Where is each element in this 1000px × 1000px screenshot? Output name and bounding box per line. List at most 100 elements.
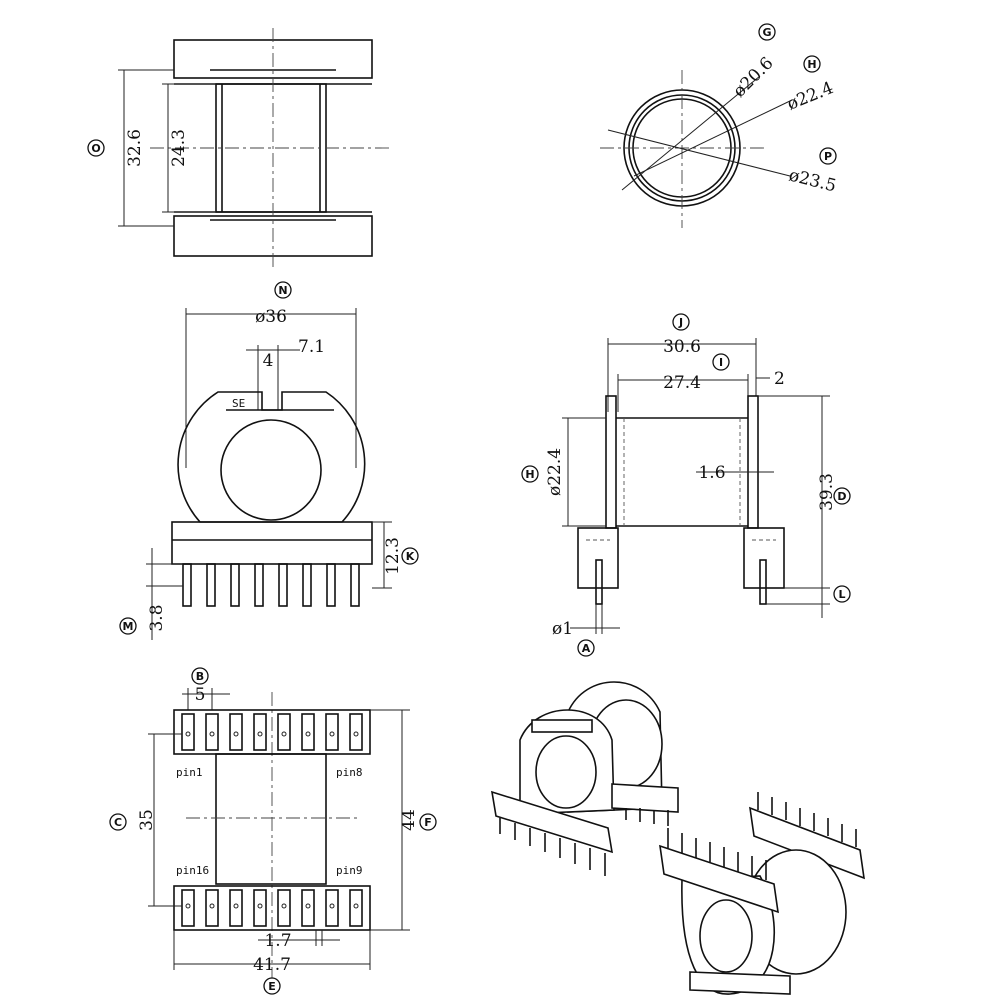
dim-32-6: 32.6: [125, 129, 145, 167]
dim-41-7: 41.7: [253, 955, 291, 975]
callout-a-label: A: [582, 642, 591, 655]
iso2-bottom-rim: [689, 971, 791, 995]
callout-h-circle: [803, 55, 821, 73]
bobbin-front-outline: [177, 391, 366, 523]
callout-h2-label: H: [525, 468, 534, 481]
left-flange: [605, 395, 617, 529]
callout-l-label: L: [838, 588, 845, 601]
bottom-left-view: B 5 pin1 pin8 pin16 pin9: [109, 667, 437, 995]
dim-22-4: ø22.4: [784, 78, 836, 115]
callout-d-label: D: [837, 490, 846, 503]
callout-o-circle: [87, 139, 105, 157]
dim-dia-36: ø36: [255, 307, 287, 327]
pin: [254, 563, 264, 607]
callout-f-circle: [419, 813, 437, 831]
callout-l-circle: [833, 585, 851, 603]
callout-d-circle: [833, 487, 851, 505]
dim-23-5: ø23.5: [787, 165, 839, 196]
dim-39-3: 39.3: [817, 473, 837, 511]
callout-m-circle: [119, 617, 137, 635]
marking-se: SE: [232, 397, 245, 410]
iso1-front-base: [490, 790, 614, 854]
dim-slot-7-1: 7.1: [298, 337, 325, 357]
isometric-view-2: [659, 792, 865, 995]
callout-e-circle: [263, 977, 281, 995]
label-pin9: pin9: [336, 864, 363, 877]
callout-o-label: O: [91, 142, 100, 155]
pin: [302, 563, 312, 607]
callout-k-label: K: [406, 550, 415, 563]
front-base: [171, 521, 373, 565]
dim-30-6: 30.6: [663, 337, 701, 357]
label-pin16: pin16: [176, 864, 209, 877]
dim-12-3: 12.3: [383, 537, 403, 575]
pin: [326, 563, 336, 607]
dim-1-7: 1.7: [264, 931, 291, 951]
pin: [182, 563, 192, 607]
dim-pitch-5: 5: [195, 685, 206, 705]
callout-n-circle: [274, 281, 292, 299]
callout-j-circle: [672, 313, 690, 331]
callout-p-label: P: [824, 150, 832, 163]
bottom-row-pads: [181, 889, 363, 927]
dim-27-4: 27.4: [663, 373, 701, 393]
iso2-front-base: [659, 844, 779, 914]
dim-35: 35: [137, 809, 157, 831]
dim-pin-1: ø1: [552, 619, 573, 639]
callout-f-label: F: [424, 816, 432, 829]
callout-c-label: C: [114, 816, 122, 829]
mid-right-view: J 30.6 I 27.4 2 1.6 ø22.4 H: [521, 313, 851, 657]
pin: [350, 563, 360, 607]
callout-k-circle: [401, 547, 419, 565]
left-pin: [595, 559, 603, 605]
front-pins: [182, 563, 360, 607]
callout-m-label: M: [123, 620, 134, 633]
callout-j-label: J: [678, 316, 683, 329]
right-base: [743, 527, 785, 589]
top-left-view: 32.6 24.3 O: [87, 28, 392, 270]
callout-h2-circle: [521, 465, 539, 483]
callout-a-circle: [577, 639, 595, 657]
left-base: [577, 527, 619, 589]
iso1-bore: [535, 735, 597, 809]
dim-20-6: ø20.6: [729, 53, 777, 101]
callout-c-circle: [109, 813, 127, 831]
dim-bore-22-4: ø22.4: [545, 448, 565, 496]
label-pin1: pin1: [176, 766, 203, 779]
pin: [206, 563, 216, 607]
callout-h-label: H: [807, 58, 816, 71]
dim-1-6: 1.6: [698, 463, 725, 483]
iso1-top-slot: [531, 719, 593, 733]
dim-slot-4: 4: [263, 351, 274, 371]
dim-24-3: 24.3: [169, 129, 189, 167]
callout-g-label: G: [762, 26, 771, 39]
dim-2: 2: [774, 369, 785, 389]
iso2-back-base: [749, 806, 865, 880]
mid-left-view: N ø36 4 7.1 SE 12.3: [119, 281, 419, 640]
pin: [278, 563, 288, 607]
dim-3-8: 3.8: [147, 604, 167, 631]
top-row-pads: [181, 713, 363, 751]
right-flange: [747, 395, 759, 529]
callout-n-label: N: [278, 284, 287, 297]
callout-b-circle: [191, 667, 209, 685]
callout-i-label: I: [719, 356, 723, 369]
isometric-view-1: [490, 681, 679, 876]
front-bore: [220, 419, 322, 521]
plan-core: [215, 753, 327, 885]
top-right-view: ø20.6 ø22.4 ø23.5 G H P: [600, 23, 839, 228]
bottom-pin-row: [173, 885, 371, 931]
dim-44: 44: [399, 809, 419, 831]
callout-p-circle: [819, 147, 837, 165]
iso2-bore: [699, 899, 753, 973]
callout-b-label: B: [196, 670, 204, 683]
iso1-front-flange: [519, 709, 615, 815]
callout-e-label: E: [268, 980, 276, 993]
pin: [230, 563, 240, 607]
iso1-back-base: [611, 783, 679, 813]
callout-g-circle: [758, 23, 776, 41]
label-pin8: pin8: [336, 766, 363, 779]
right-pin: [759, 559, 767, 605]
